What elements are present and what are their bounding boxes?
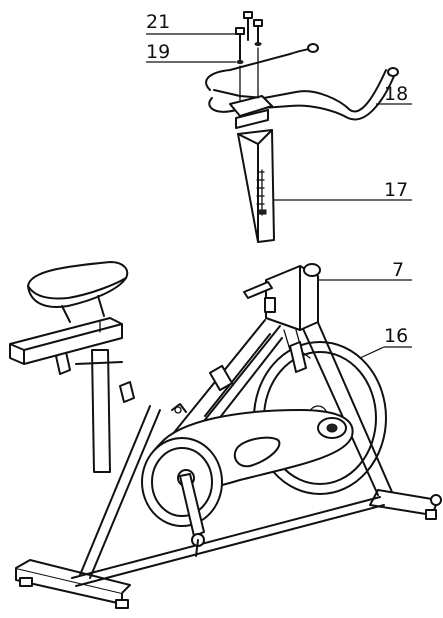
callout-16: 16 — [384, 325, 408, 347]
handlebar — [205, 43, 399, 129]
brake-housing — [208, 263, 321, 392]
rear-stabilizer — [369, 489, 442, 520]
base-frame — [71, 405, 385, 587]
saddle — [27, 261, 129, 323]
front-stabilizer — [15, 559, 131, 609]
seat-slider — [9, 317, 123, 365]
callout-18: 18 — [384, 83, 408, 105]
crank-arm — [179, 473, 205, 557]
callout-19: 19 — [146, 41, 170, 63]
callout-21: 21 — [146, 11, 170, 33]
leader-lines — [146, 33, 412, 359]
mounting-bolts — [235, 11, 263, 101]
seat-post — [55, 349, 135, 473]
callout-17: 17 — [384, 179, 408, 201]
handlebar-post — [237, 129, 275, 243]
callout-7: 7 — [392, 259, 404, 281]
